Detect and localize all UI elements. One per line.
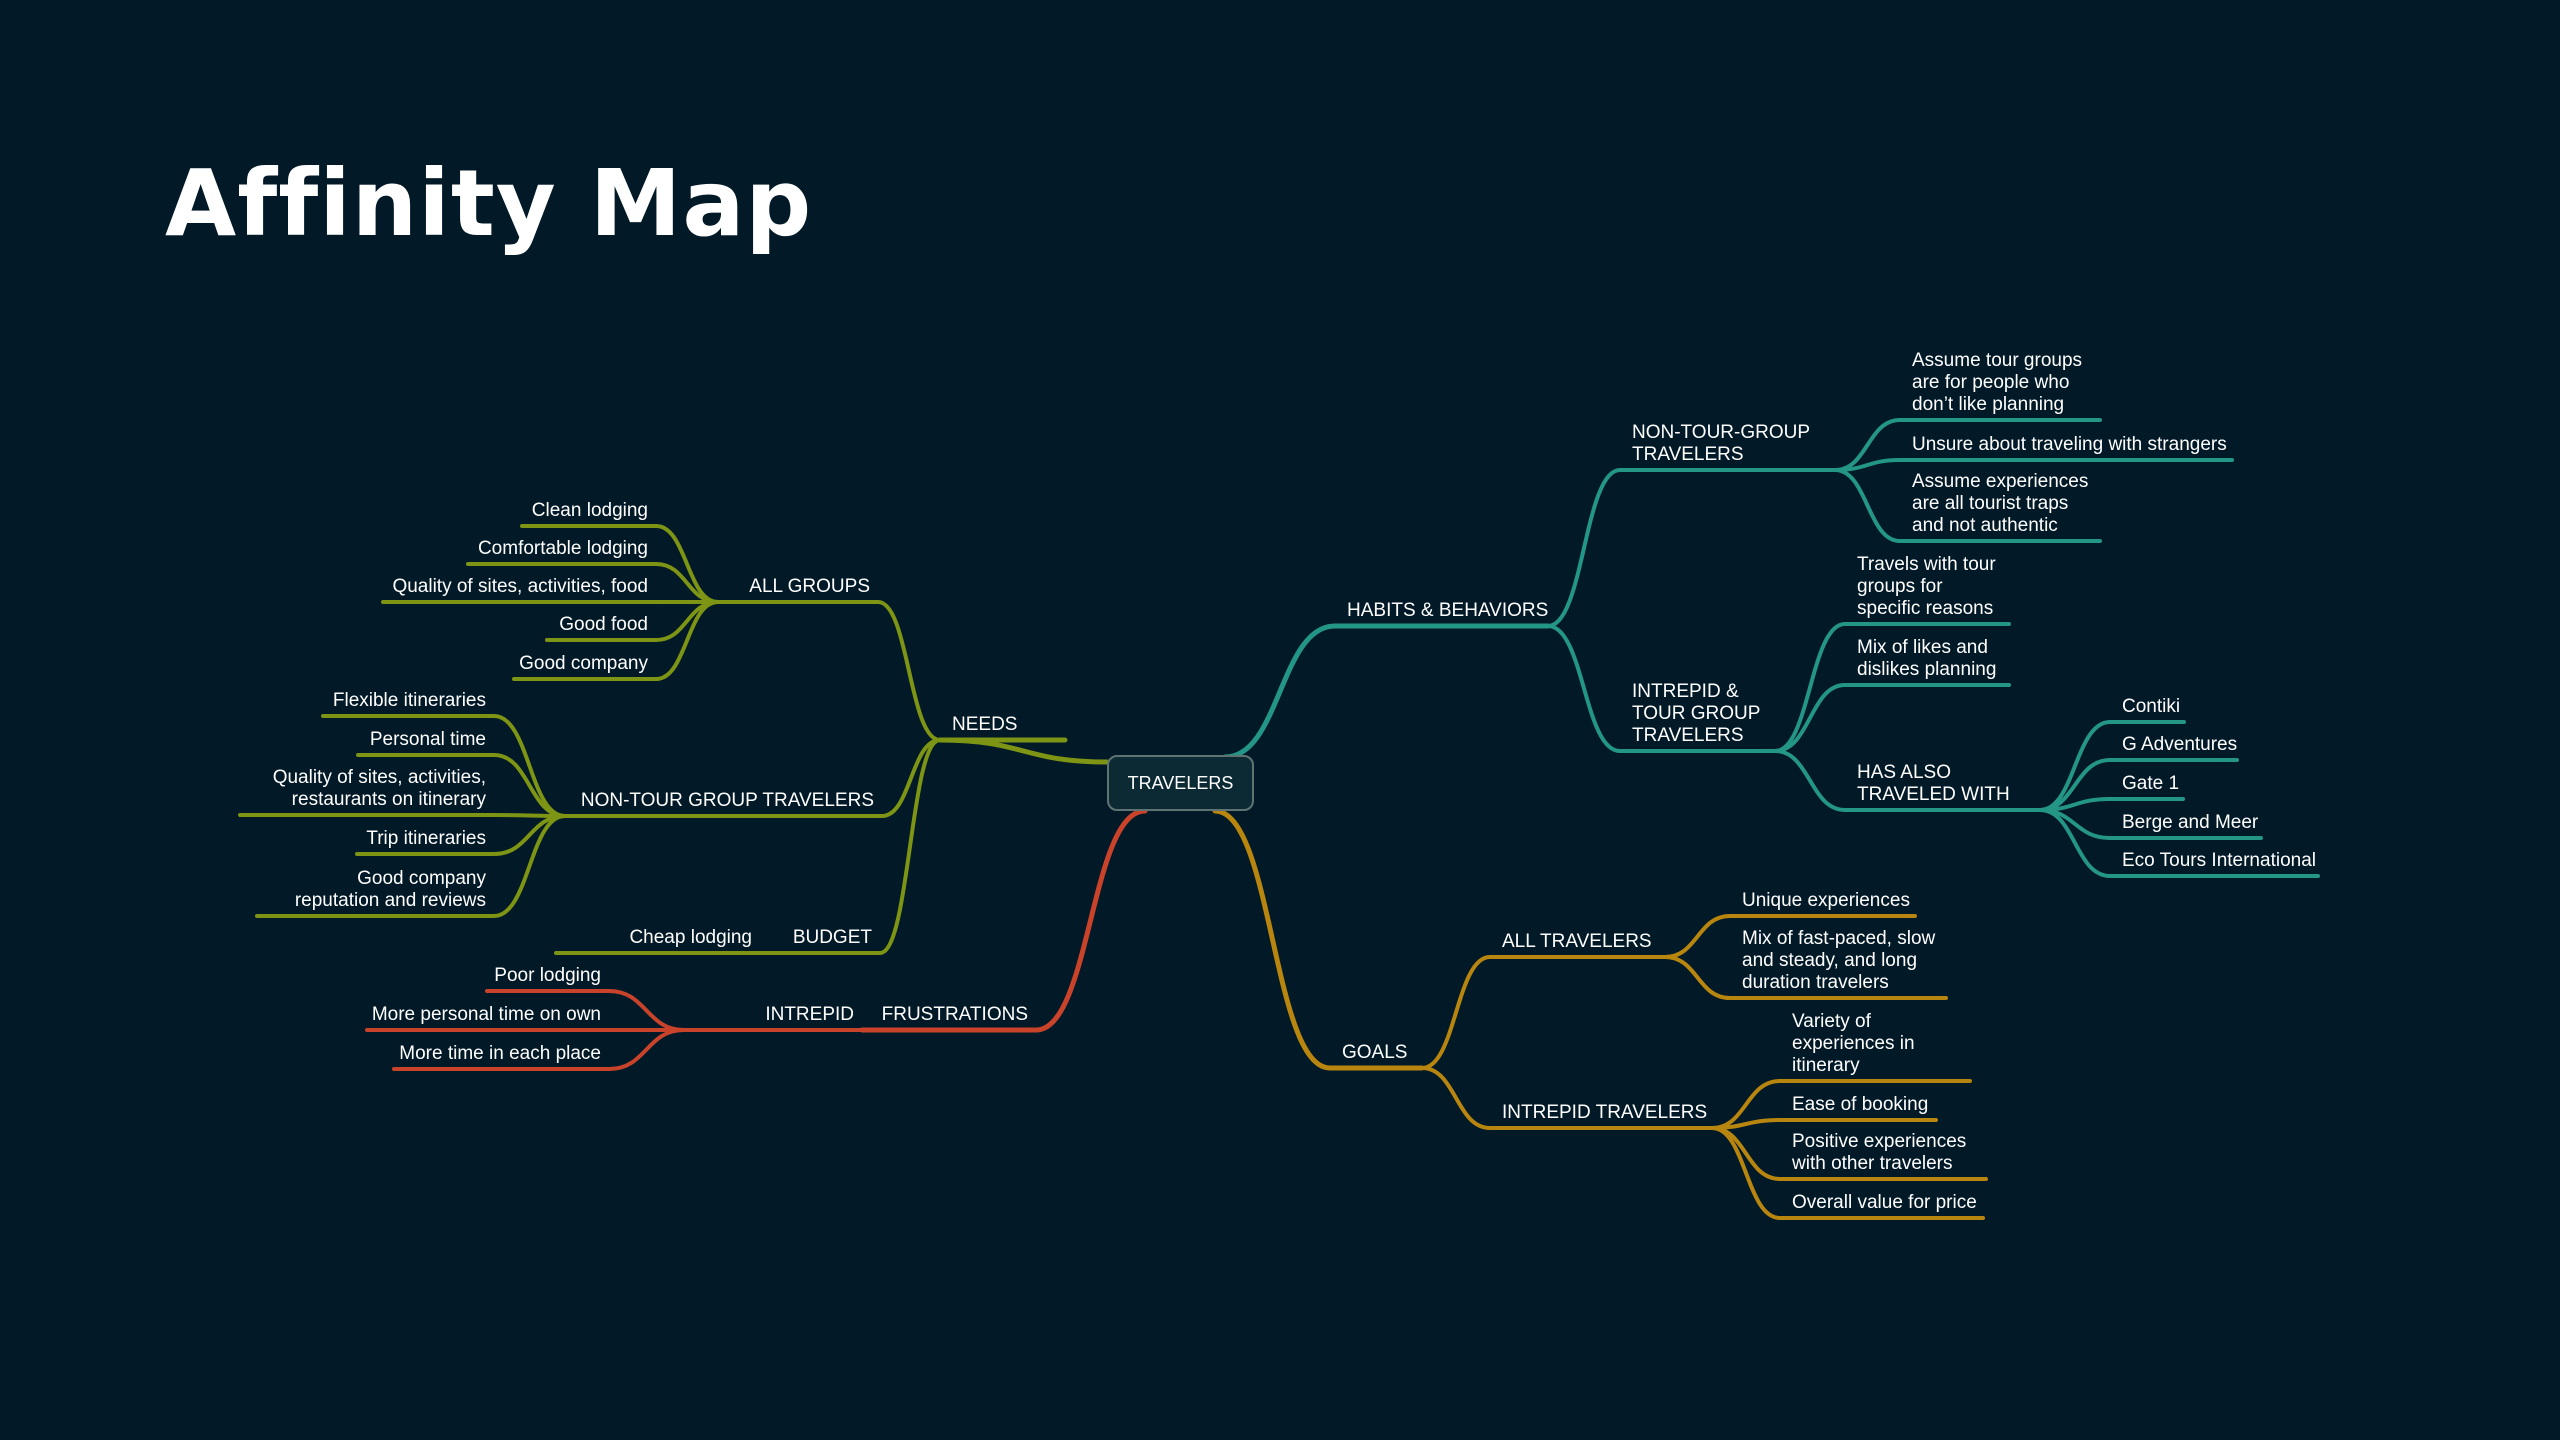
goals-intrepid-item-ease-of-booking-edge [1710,1118,1782,1130]
goals-all-travelers-node-edge [1420,955,1492,1070]
habits-non-tour-item-assume-experiences-are-all-tourist-traps-edge [1833,468,1902,543]
non-tour-needs-item-quality-of-sites-activities-restaurants-[interactable]: Quality of sites, activities,restaurants… [272,767,486,810]
goals-intrepid-node[interactable]: INTREPID TRAVELERS [1502,1102,1708,1123]
all-groups-node-edge [876,600,942,742]
goals-all-travelers-item-mix-of-fast-paced-slow-and-steady-and-lo-edge [1663,955,1732,1000]
non-tour-needs-node-edge [880,738,942,818]
habits-intrepid-tour-node-edge [1546,624,1622,753]
habits-intrepid-tour-item-travels-with-tour-groups-for-specific-re-edge [1773,622,1847,753]
root-node-travelers[interactable]: TRAVELERS [1107,755,1254,811]
has-also-item-berge-and-meer[interactable]: Berge and Meer [2122,812,2259,833]
non-tour-needs-node[interactable]: NON-TOUR GROUP TRAVELERS [580,790,874,811]
all-groups-item-comfortable-lodging-edge [654,562,720,604]
goals-intrepid-node-edge [1420,1066,1492,1130]
goals-all-travelers-item-unique-experiences[interactable]: Unique experiences [1742,890,1910,911]
goals-intrepid-item-overall-value-for-price-edge [1710,1126,1782,1220]
goals-intrepid-item-ease-of-booking[interactable]: Ease of booking [1792,1094,1929,1115]
non-tour-needs-item-personal-time[interactable]: Personal time [369,729,486,750]
habits-node-edge [1222,623,1338,760]
frustrations-intrepid-node[interactable]: INTREPID [765,1004,854,1025]
goals-node[interactable]: GOALS [1342,1042,1408,1063]
has-also-item-contiki[interactable]: Contiki [2122,696,2181,717]
all-groups-item-comfortable-lodging[interactable]: Comfortable lodging [477,538,648,559]
has-also-traveled-node-edge [1773,749,1847,812]
budget-item-cheap-lodging[interactable]: Cheap lodging [629,927,752,948]
goals-all-travelers-node[interactable]: ALL TRAVELERS [1502,931,1652,952]
budget-node-edge [878,738,942,955]
habits-node[interactable]: HABITS & BEHAVIORS [1347,600,1549,621]
habits-non-tour-item-unsure-about-traveling-with-strangers-edge [1833,458,1902,472]
frustrations-node[interactable]: FRUSTRATIONS [881,1004,1028,1025]
frustrations-item-more-personal-time-on-own[interactable]: More personal time on own [371,1004,601,1025]
non-tour-needs-item-good-company-reputation-and-reviews-edge [492,814,567,918]
needs-node[interactable]: NEEDS [952,714,1018,735]
all-groups-item-good-company-edge [654,600,720,681]
habits-intrepid-tour-item-mix-of-likes-and-dislikes-planning-edge [1773,683,1847,753]
frustrations-item-more-time-in-each-place-edge [607,1028,686,1071]
goals-node-edge [1212,808,1333,1071]
has-also-item-eco-tours-international-edge [2038,808,2112,878]
needs-node-edge [937,737,1110,765]
habits-non-tour-item-assume-tour-groups-are-for-people-who-do-edge [1833,418,1902,472]
all-groups-item-good-food[interactable]: Good food [559,614,648,635]
has-also-item-gate-1[interactable]: Gate 1 [2122,773,2180,794]
frustrations-node-edge [1033,808,1148,1033]
frustrations-item-poor-lodging[interactable]: Poor lodging [494,965,601,986]
all-groups-node[interactable]: ALL GROUPS [749,576,870,597]
habits-non-tour-node-edge [1546,468,1622,628]
goals-intrepid-item-overall-value-for-price[interactable]: Overall value for price [1792,1192,1977,1213]
non-tour-needs-item-personal-time-edge [492,753,567,818]
non-tour-needs-item-flexible-itineraries[interactable]: Flexible itineraries [332,690,486,711]
non-tour-needs-item-flexible-itineraries-edge [492,714,567,818]
frustrations-item-poor-lodging-edge [607,989,686,1032]
budget-node[interactable]: BUDGET [792,927,872,948]
all-groups-item-good-food-edge [654,600,720,642]
frustrations-item-more-time-in-each-place[interactable]: More time in each place [399,1043,601,1064]
all-groups-item-quality-of-sites-activities-food[interactable]: Quality of sites, activities, food [392,576,648,597]
has-also-item-contiki-edge [2038,720,2112,812]
goals-all-travelers-item-unique-experiences-edge [1663,914,1732,959]
all-groups-item-good-company[interactable]: Good company [519,653,648,674]
page-title: Affinity Map [165,150,813,257]
habits-non-tour-item-unsure-about-traveling-with-strangers[interactable]: Unsure about traveling with strangers [1912,434,2227,455]
has-also-item-eco-tours-international[interactable]: Eco Tours International [2122,850,2316,871]
has-also-item-g-adventures[interactable]: G Adventures [2122,734,2238,755]
non-tour-needs-item-trip-itineraries[interactable]: Trip itineraries [366,828,486,849]
all-groups-item-clean-lodging[interactable]: Clean lodging [531,500,648,521]
